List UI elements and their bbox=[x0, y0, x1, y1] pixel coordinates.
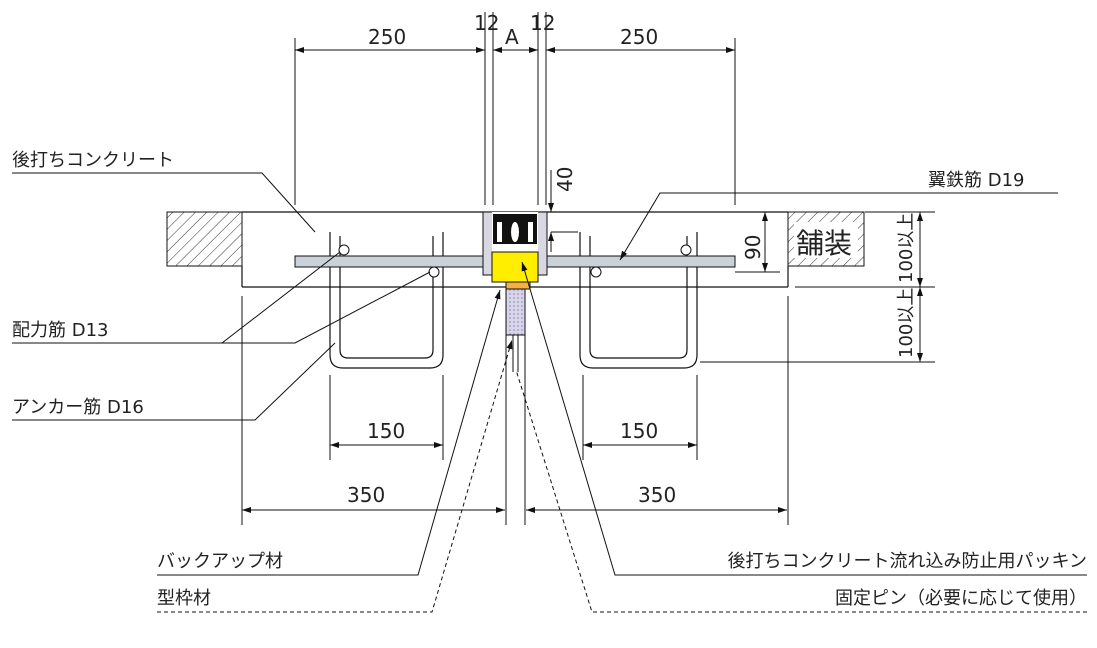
distribution-rebar bbox=[590, 266, 602, 278]
leader-lines bbox=[12, 172, 1087, 613]
label-distribution-rebar: 配力筋 D13 bbox=[12, 320, 109, 341]
dim-12-left: 12 bbox=[474, 11, 499, 35]
label-backup-material: バックアップ材 bbox=[157, 551, 283, 572]
dim-100-lower: 100以上 bbox=[896, 288, 917, 358]
top-dimensions bbox=[294, 12, 736, 205]
dim-40: 40 bbox=[553, 167, 577, 192]
packing-yellow bbox=[491, 251, 539, 283]
anchor-rebar-right bbox=[579, 232, 698, 369]
dim-150-left: 150 bbox=[367, 419, 405, 443]
label-formwork: 型枠材 bbox=[157, 588, 211, 609]
dim-12-right: 12 bbox=[530, 11, 555, 35]
pavement-label: 舗装 bbox=[796, 227, 852, 260]
label-anchor-rebar: アンカー筋 D16 bbox=[12, 397, 144, 418]
anchor-rebar-left bbox=[329, 232, 444, 369]
distribution-rebar bbox=[428, 266, 440, 278]
label-post-concrete: 後打ちコンクリート bbox=[12, 150, 174, 171]
pavement-block-left bbox=[166, 211, 243, 267]
joint-device bbox=[482, 211, 548, 525]
dim-250-left: 250 bbox=[368, 25, 406, 49]
dim-a: A bbox=[505, 25, 519, 49]
distribution-rebar bbox=[680, 244, 692, 256]
dim-150-right: 150 bbox=[620, 419, 658, 443]
label-wing-rebar: 翼鉄筋 D19 bbox=[928, 170, 1025, 191]
backup-pad bbox=[505, 281, 531, 290]
label-fixing-pin: 固定ピン（必要に応じて使用） bbox=[835, 588, 1087, 609]
distribution-rebar bbox=[338, 244, 350, 256]
dim-100-upper: 100以上 bbox=[896, 213, 917, 283]
dim-350-right: 350 bbox=[638, 483, 676, 507]
dim-90: 90 bbox=[741, 235, 765, 260]
dim-350-left: 350 bbox=[347, 483, 385, 507]
backup-material bbox=[505, 288, 526, 336]
dim-250-right: 250 bbox=[620, 25, 658, 49]
label-packing: 後打ちコンクリート流れ込み防止用パッキン bbox=[728, 551, 1087, 572]
